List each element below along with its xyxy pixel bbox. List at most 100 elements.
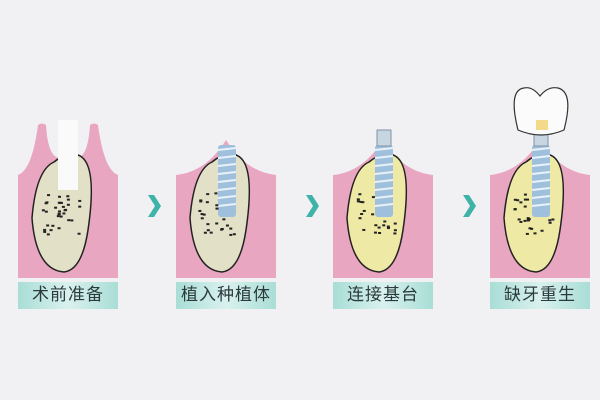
bone-dot bbox=[530, 227, 534, 230]
bone-dot bbox=[78, 199, 82, 202]
bone-dot bbox=[66, 195, 70, 198]
bone-dot bbox=[57, 212, 61, 215]
implant-thread bbox=[217, 155, 237, 159]
bone-dot bbox=[523, 198, 527, 201]
implant-thread bbox=[531, 187, 551, 191]
bone-dot bbox=[386, 227, 390, 230]
step-label-2: 植入种植体 bbox=[176, 282, 276, 309]
bone-dot bbox=[517, 218, 521, 221]
next-step-arrow-icon bbox=[306, 195, 319, 217]
bone-dot bbox=[232, 233, 236, 236]
implant-thread bbox=[374, 179, 394, 183]
bone-dot bbox=[200, 213, 204, 216]
implant-thread bbox=[217, 187, 237, 191]
bone-dot bbox=[229, 227, 233, 230]
bone-dot bbox=[371, 196, 375, 199]
bone-dot bbox=[59, 215, 63, 218]
bone-dot bbox=[360, 213, 364, 216]
implant-thread bbox=[374, 187, 394, 191]
bone-dot bbox=[229, 233, 233, 236]
implant-thread bbox=[374, 163, 394, 167]
implant-thread bbox=[531, 171, 551, 175]
bone-dot bbox=[516, 199, 520, 202]
bone-dot bbox=[373, 231, 377, 234]
bone-dot bbox=[67, 219, 71, 222]
bone-dot bbox=[214, 192, 218, 195]
bone-dot bbox=[206, 229, 210, 232]
implant-thread bbox=[531, 147, 551, 151]
bone-dot bbox=[359, 200, 363, 203]
bone-dot bbox=[45, 201, 49, 204]
bone-dot bbox=[64, 208, 68, 211]
bone-dot bbox=[41, 209, 45, 212]
bone-dot bbox=[46, 224, 50, 227]
bone-dot bbox=[371, 213, 375, 216]
bone-dot bbox=[200, 217, 204, 220]
bone-dot bbox=[206, 223, 210, 226]
bone-dot bbox=[220, 228, 224, 231]
implant-thread bbox=[531, 203, 551, 207]
bone-dot bbox=[377, 226, 381, 229]
bone-dot bbox=[362, 209, 366, 212]
bone-dot bbox=[46, 233, 50, 236]
bone-dot bbox=[393, 222, 397, 225]
bone-dot bbox=[78, 205, 82, 208]
bone-dot bbox=[548, 221, 552, 224]
implant-thread bbox=[531, 179, 551, 183]
implant-thread bbox=[531, 195, 551, 199]
implant-thread bbox=[531, 163, 551, 167]
bone-dot bbox=[526, 198, 530, 201]
bone-dot bbox=[356, 198, 360, 201]
bone-dot bbox=[548, 219, 552, 222]
bone-dot bbox=[202, 213, 206, 216]
crown-core bbox=[536, 120, 548, 130]
bone-dot bbox=[198, 209, 202, 212]
bone-dot bbox=[215, 222, 219, 225]
bone-dot bbox=[374, 224, 378, 227]
bone-dot bbox=[540, 229, 544, 232]
bone-dot bbox=[70, 219, 74, 222]
step-label-3: 连接基台 bbox=[333, 282, 433, 309]
bone-dot bbox=[203, 231, 207, 234]
bone-dot bbox=[209, 231, 213, 234]
implant-thread bbox=[374, 155, 394, 159]
implant-thread bbox=[374, 171, 394, 175]
step-label-1: 术前准备 bbox=[18, 282, 118, 309]
implant-thread bbox=[374, 147, 394, 151]
bone-dot bbox=[57, 227, 61, 230]
bone-dot bbox=[519, 220, 523, 223]
bone-dot bbox=[393, 232, 397, 235]
implant-thread bbox=[531, 155, 551, 159]
bone-dot bbox=[215, 207, 219, 210]
step-panel-3 bbox=[333, 129, 433, 278]
bone-dot bbox=[66, 198, 70, 201]
next-step-arrow-icon bbox=[148, 195, 161, 217]
bone-dot bbox=[58, 195, 62, 198]
bone-dot bbox=[382, 224, 386, 227]
abutment bbox=[376, 129, 392, 147]
bone-dot bbox=[358, 193, 362, 196]
bone-dot bbox=[66, 203, 70, 206]
bone-dot bbox=[551, 218, 555, 221]
bone-dot bbox=[386, 225, 390, 228]
drilled-socket bbox=[58, 120, 78, 190]
step-panel-1 bbox=[18, 120, 118, 278]
bone-dot bbox=[526, 217, 530, 220]
next-step-arrow-icon bbox=[463, 195, 476, 217]
bone-dot bbox=[361, 201, 365, 204]
bone-dot bbox=[523, 193, 527, 196]
bone-dot bbox=[526, 219, 530, 222]
bone-dot bbox=[54, 206, 58, 209]
bone-dot bbox=[58, 210, 62, 213]
bone-dot bbox=[61, 205, 65, 208]
implant-thread bbox=[217, 195, 237, 199]
bone-dot bbox=[77, 232, 81, 235]
bone-dot bbox=[49, 229, 53, 232]
implant-thread bbox=[217, 147, 237, 151]
implant-thread bbox=[217, 179, 237, 183]
bone-dot bbox=[199, 200, 203, 203]
bone-dot bbox=[43, 228, 47, 231]
bone-dot bbox=[393, 229, 397, 232]
bone-dot bbox=[523, 205, 527, 208]
bone-dot bbox=[523, 219, 527, 222]
